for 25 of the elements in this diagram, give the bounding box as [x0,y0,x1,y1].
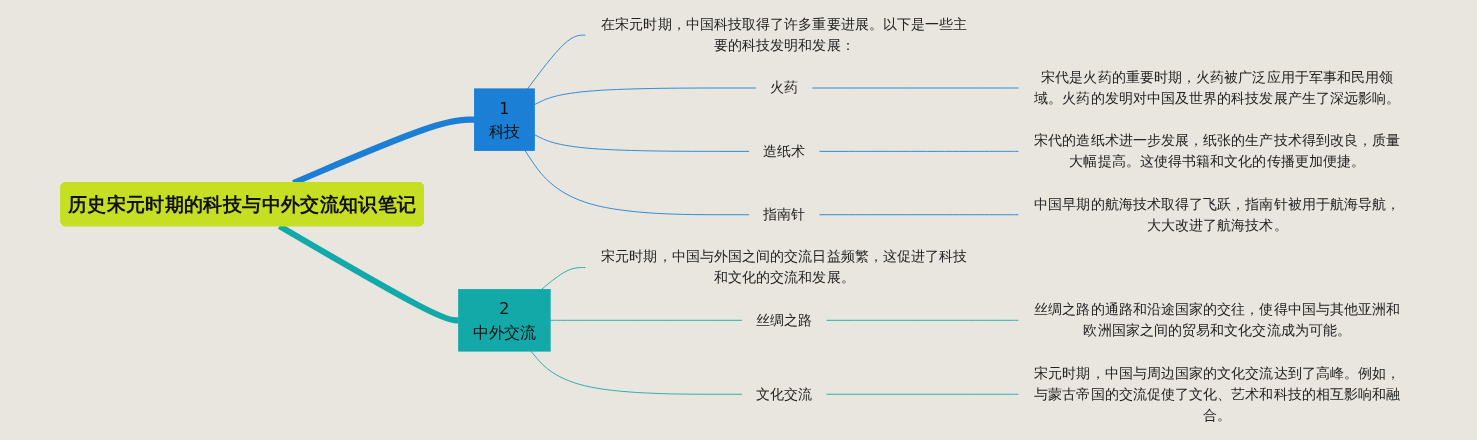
node-text: 文化交流 [756,385,813,403]
node-text: 宋代是火药的重要时期，火药被广泛应用于军事和民用领域。火药的发明对中国及世界的科技发展产生了深远影响。 [1034,68,1401,107]
connector [826,319,1019,321]
node-text: 在宋元时期，中国科技取得了许多重要进展。以下是一些主要的科技发明和发展： [601,15,968,54]
connector [819,214,1019,216]
node-text: 丝绸之路的通路和沿途国家的交往，使得中国与其他亚洲和欧洲国家之间的贸易和文化交流成为可能。 [1034,300,1401,339]
node-text: 宋代的造纸术进一步发展，纸张的生产技术得到改良，质量大幅提高。这使得书籍和文化的传播更加便捷。 [1034,132,1401,170]
connector [549,319,743,321]
connector [533,87,757,106]
node-text: 宋元时期，中国与周边国家的文化交流达到了高峰。例如，与蒙古帝国的交流促使了文化、艺术和科技的相互影响和融合。 [1034,364,1401,424]
connector [540,267,586,290]
node-text: 造纸术 [763,142,806,160]
connector [533,134,750,152]
node-text: 宋元时期，中国与外国之间的交流日益频繁，这促进了科技和文化的交流和发展。 [601,248,968,286]
connector [826,393,1019,395]
node-text: 中国早期的航海技术取得了飞跃，指南针被用于航海导航，大大改进了航海技术。 [1034,195,1401,234]
connector [819,150,1019,152]
node-text: 丝绸之路 [756,311,813,329]
connector [527,34,586,90]
node-text: 火药 [770,79,799,96]
connector [530,350,743,395]
node-text: 指南针 [763,205,806,223]
node-box: 1 科技 [474,88,535,151]
connector [524,150,750,216]
node-box: 2 中外交流 [458,289,551,352]
